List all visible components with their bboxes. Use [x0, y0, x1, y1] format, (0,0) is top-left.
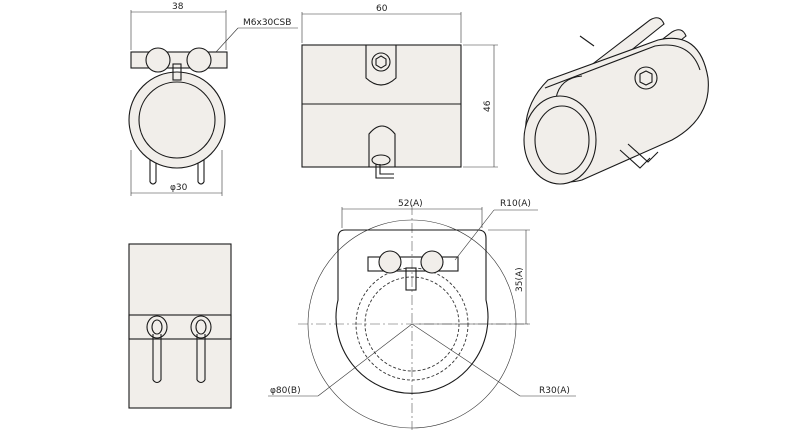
- bottom-view: [128, 243, 232, 409]
- dim-slot-radius: R10(A): [500, 199, 531, 209]
- bolt-callout: M6x30CSB: [243, 18, 291, 28]
- dim-front-width: 38: [172, 2, 184, 12]
- dim-side-length: 60: [376, 4, 388, 14]
- dim-bore-radius: R30(A): [539, 386, 570, 396]
- pattern-view: 52(A) R10(A) 35(A) R30(A) φ80(B): [268, 199, 576, 430]
- dim-outer-dia: φ80(B): [270, 386, 301, 396]
- side-view: 60 46: [301, 4, 498, 179]
- dim-front-bore: φ30: [170, 183, 188, 193]
- dim-side-height: 46: [483, 100, 493, 112]
- dim-pattern-width: 52(A): [398, 199, 423, 209]
- front-view: 38 M6x30CSB φ30: [128, 2, 298, 196]
- isometric-view: [523, 17, 709, 185]
- dim-pattern-height: 35(A): [515, 267, 525, 292]
